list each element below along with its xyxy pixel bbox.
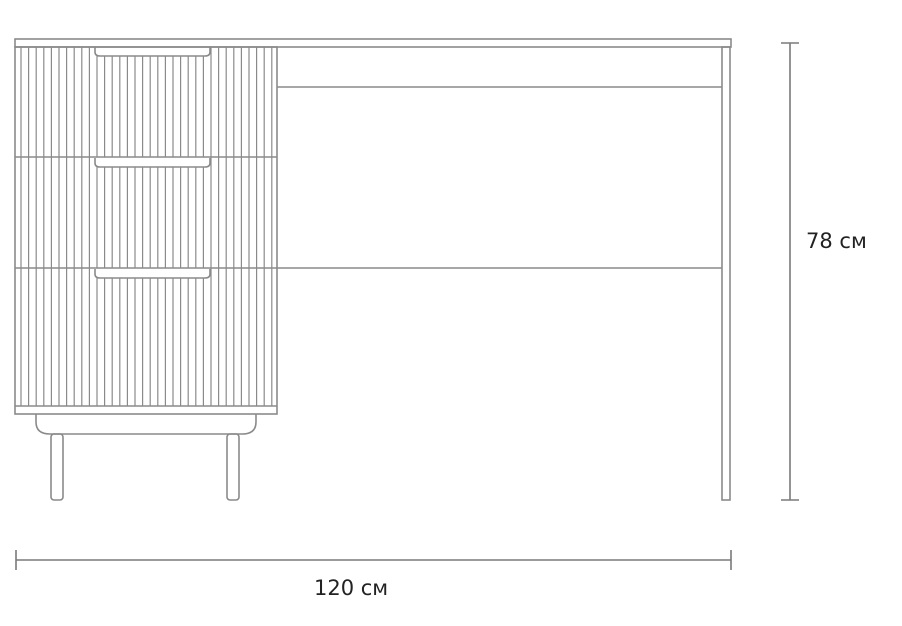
drawer-cabinet xyxy=(14,46,278,415)
desk-right-panel xyxy=(721,46,731,501)
drawer-handle-middle xyxy=(94,158,211,168)
cabinet-leg-left xyxy=(50,433,64,501)
cabinet-leg-right xyxy=(226,433,240,501)
height-dimension xyxy=(781,42,799,501)
width-dimension-label: 120 см xyxy=(314,576,389,600)
fluted-slats xyxy=(20,47,273,406)
drawer-handle-bottom xyxy=(94,269,211,279)
width-dimension xyxy=(15,550,732,570)
height-dimension-label: 78 см xyxy=(806,229,867,253)
drawer-handle-top xyxy=(94,47,211,57)
desk-top xyxy=(14,38,732,48)
desk xyxy=(14,38,732,501)
cabinet-plinth xyxy=(35,414,257,435)
